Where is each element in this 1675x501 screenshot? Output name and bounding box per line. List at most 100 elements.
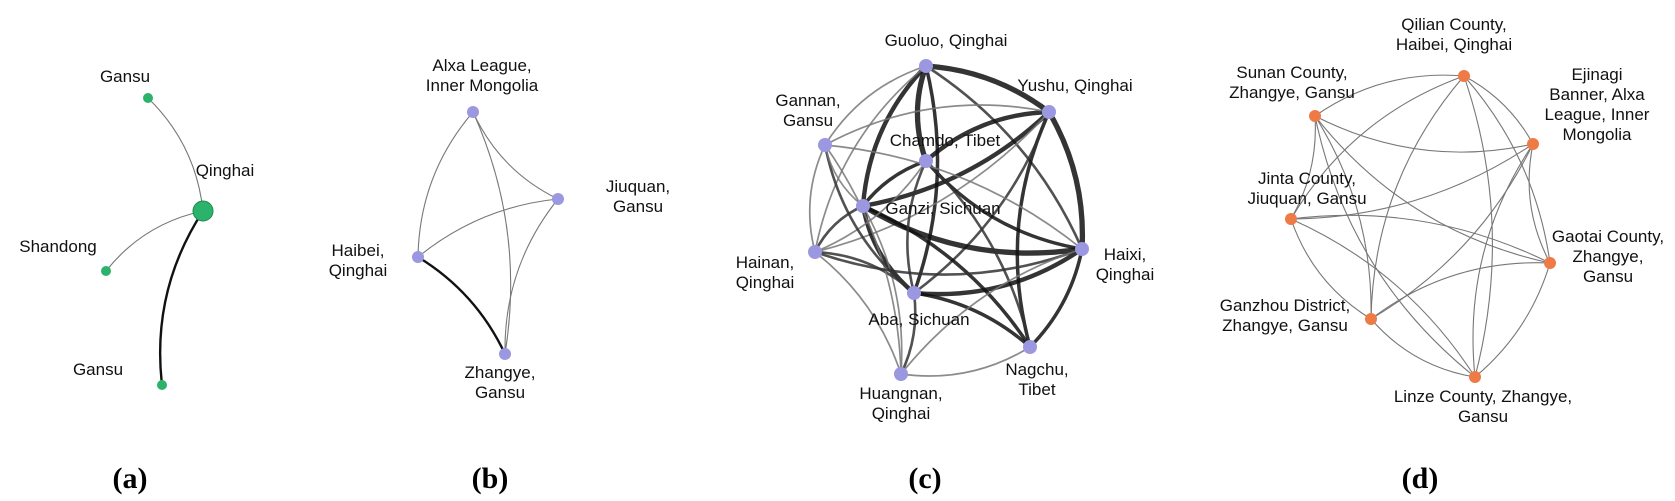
edge-d-gaotai-linze	[1474, 262, 1551, 378]
node-label-line: Haibei,	[332, 241, 385, 260]
node-c-guoluo	[919, 59, 933, 73]
node-label-c-chamdo: Chamdo, Tibet	[890, 131, 1001, 150]
edge-c-gannan-haixi	[824, 144, 1083, 250]
edge-c-yushu-chamdo	[924, 109, 1050, 163]
node-d-ejinagi	[1527, 138, 1539, 150]
node-label-line: Qinghai	[872, 404, 931, 423]
edge-c-gannan-hainan	[808, 144, 826, 253]
node-label-line: Zhangye, Gansu	[1222, 316, 1348, 335]
node-label-line: Linze County, Zhangye,	[1394, 387, 1572, 406]
node-label-line: Haixi,	[1104, 245, 1147, 264]
edge-c-yushu-hainan	[814, 111, 1050, 253]
edge-c-guoluo-aba	[912, 65, 940, 294]
edge-d-sunan-ejinagi	[1314, 115, 1534, 153]
edge-c-hainan-huangnan	[814, 251, 902, 375]
edge-d-qilian-linze	[1463, 75, 1493, 378]
node-label-d-jinta: Jinta County,Jiuquan, Gansu	[1247, 169, 1366, 208]
node-b-haibei	[412, 251, 424, 263]
node-label-c-gannan: Gannan,Gansu	[775, 91, 840, 130]
panel-caption-c: (c)	[908, 462, 941, 495]
node-d-jinta	[1285, 213, 1297, 225]
edge-d-jinta-gaotai	[1290, 214, 1551, 264]
node-a-qinghai	[192, 200, 214, 222]
node-d-sunan	[1309, 110, 1321, 122]
edge-c-gannan-aba	[823, 144, 915, 295]
node-label-b-haibei: Haibei,Qinghai	[329, 241, 388, 280]
node-label-line: Mongolia	[1563, 125, 1633, 144]
node-label-c-yushu: Yushu, Qinghai	[1017, 76, 1132, 95]
edge-c-gannan-huangnan	[824, 144, 902, 375]
node-a-shandong	[101, 266, 111, 276]
edge-d-ganzhou-linze	[1370, 318, 1476, 378]
node-label-a-gansu2: Gansu	[73, 360, 123, 379]
node-label-line: Jiuquan, Gansu	[1247, 189, 1366, 208]
node-a-gansu1	[143, 93, 153, 103]
node-label-line: Ganzi, Sichuan	[885, 199, 1000, 218]
edge-b-alxa-haibei	[417, 111, 474, 258]
edge-c-ganzi-nagchu	[862, 204, 1032, 348]
edge-a-qinghai-gansu1	[147, 97, 204, 212]
node-c-aba	[907, 286, 921, 300]
node-c-chamdo	[919, 154, 933, 168]
edge-d-sunan-gaotai	[1314, 115, 1551, 264]
panel-caption-b: (b)	[472, 462, 509, 495]
edge-c-guoluo-chamdo	[914, 65, 929, 162]
node-label-line: Gansu	[1458, 407, 1508, 426]
node-label-line: Guoluo, Qinghai	[885, 31, 1008, 50]
node-c-ganzi	[856, 199, 870, 213]
node-d-linze	[1469, 371, 1481, 383]
node-c-huangnan	[894, 367, 908, 381]
edge-c-haixi-nagchu	[1028, 248, 1084, 349]
edge-d-ejinagi-linze	[1472, 143, 1534, 378]
node-label-line: Jiuquan,	[606, 177, 670, 196]
node-label-line: Gansu	[1583, 267, 1633, 286]
edge-d-qilian-ganzhou	[1370, 75, 1465, 320]
node-label-line: Qinghai	[1096, 265, 1155, 284]
node-label-b-alxa: Alxa League,Inner Mongolia	[426, 56, 539, 95]
node-label-line: Qinghai	[196, 161, 255, 180]
node-label-c-haixi: Haixi,Qinghai	[1096, 245, 1155, 284]
edge-d-qilian-sunan	[1314, 74, 1465, 117]
node-label-line: Haibei, Qinghai	[1396, 35, 1512, 54]
nodes-layer	[101, 59, 1556, 390]
edge-d-ejinagi-jinta	[1290, 143, 1534, 220]
edge-b-jiuquan-zhangye	[504, 198, 559, 355]
node-label-line: Gansu	[613, 197, 663, 216]
edge-c-guoluo-gannan	[824, 65, 927, 146]
node-c-haixi	[1075, 242, 1089, 256]
node-label-line: Sunan County,	[1236, 63, 1347, 82]
node-label-line: Huangnan,	[859, 384, 942, 403]
node-c-nagchu	[1023, 340, 1037, 354]
node-label-a-qinghai: Qinghai	[196, 161, 255, 180]
node-b-zhangye	[499, 348, 511, 360]
edge-c-chamdo-aba	[906, 160, 928, 294]
edge-d-jinta-linze	[1290, 218, 1476, 378]
node-label-d-gaotai: Gaotai County,Zhangye,Gansu	[1552, 227, 1664, 286]
edge-c-ganzi-huangnan	[862, 205, 903, 375]
node-label-line: Gansu	[783, 111, 833, 130]
node-label-line: Chamdo, Tibet	[890, 131, 1001, 150]
edge-d-qilian-jinta	[1290, 75, 1465, 220]
node-d-gaotai	[1544, 257, 1556, 269]
edge-c-huangnan-nagchu	[900, 346, 1031, 377]
edge-a-qinghai-shandong	[105, 210, 204, 272]
node-label-line: Alxa League,	[432, 56, 531, 75]
node-label-line: Gansu	[475, 383, 525, 402]
node-label-d-qilian: Qilian County,Haibei, Qinghai	[1396, 15, 1512, 54]
node-label-a-shandong: Shandong	[19, 237, 97, 256]
edge-c-guoluo-ganzi	[860, 64, 928, 207]
edge-b-alxa-jiuquan	[472, 111, 559, 200]
node-label-c-huangnan: Huangnan,Qinghai	[859, 384, 942, 423]
node-label-line: League, Inner	[1545, 105, 1650, 124]
node-label-d-sunan: Sunan County,Zhangye, Gansu	[1229, 63, 1355, 102]
node-label-line: Ganzhou District,	[1220, 296, 1350, 315]
captions-layer: (a) (b) (c) (d)	[113, 462, 1439, 495]
node-label-c-hainan: Hainan,Qinghai	[736, 253, 795, 292]
node-label-line: Hainan,	[736, 253, 795, 272]
node-c-hainan	[808, 245, 822, 259]
edge-c-yushu-haixi	[1046, 110, 1086, 250]
node-label-line: Zhangye,	[465, 363, 536, 382]
node-label-line: Jinta County,	[1258, 169, 1356, 188]
